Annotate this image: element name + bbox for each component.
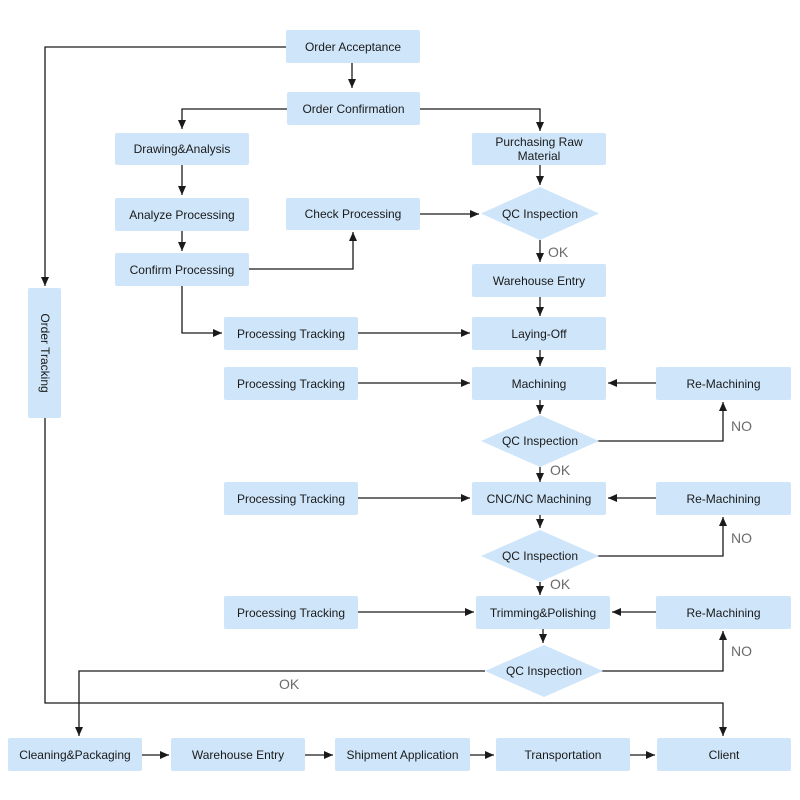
qc-inspection-diamond[interactable]: QC Inspection xyxy=(485,645,603,697)
arrow-confirmation-to-drawing xyxy=(178,108,287,129)
ok-label: OK xyxy=(279,676,300,692)
arrow-qc4-to-cleaning xyxy=(75,670,485,736)
diamond-shape xyxy=(481,415,599,467)
re-machining-node[interactable]: Re-Machining xyxy=(656,596,791,629)
arrow-qc4-to-remachining3 xyxy=(601,631,727,672)
check-processing-node[interactable]: Check Processing xyxy=(286,198,420,230)
cleaning-packaging-node[interactable]: Cleaning&Packaging xyxy=(8,738,142,771)
processing-tracking-node[interactable]: Processing Tracking xyxy=(224,596,358,629)
arrow-qc2-to-remachining1 xyxy=(597,402,727,442)
diamond-shape xyxy=(481,530,599,582)
no-label: NO xyxy=(731,418,752,434)
ok-label: OK xyxy=(550,576,571,592)
diamond-shape xyxy=(485,645,603,697)
machining-node[interactable]: Machining xyxy=(472,367,606,400)
warehouse-entry-node[interactable]: Warehouse Entry xyxy=(472,264,606,297)
arrow-qc3-to-remachining2 xyxy=(597,517,727,557)
confirm-processing-node[interactable]: Confirm Processing xyxy=(115,253,249,286)
diamond-shape xyxy=(481,187,599,240)
ok-label: OK xyxy=(548,244,569,260)
order-acceptance-node[interactable]: Order Acceptance xyxy=(286,30,420,63)
cnc-nc-machining-node[interactable]: CNC/NC Machining xyxy=(472,482,606,515)
warehouse-entry-node[interactable]: Warehouse Entry xyxy=(171,738,305,771)
ok-label: OK xyxy=(550,462,571,478)
diamond-label: QC Inspection xyxy=(501,434,579,448)
processing-tracking-node[interactable]: Processing Tracking xyxy=(224,482,358,515)
arrow-confirmation-to-purchasing xyxy=(420,108,544,131)
order-confirmation-node[interactable]: Order Confirmation xyxy=(287,92,420,125)
order-tracking-node[interactable]: Order Tracking xyxy=(28,288,61,418)
arrow-acceptance-to-tracking xyxy=(41,46,286,286)
arrow-confirm-to-tracking1 xyxy=(181,286,222,337)
re-machining-node[interactable]: Re-Machining xyxy=(656,482,791,515)
re-machining-node[interactable]: Re-Machining xyxy=(656,367,791,400)
drawing-analysis-node[interactable]: Drawing&Analysis xyxy=(115,133,249,165)
diamond-label: QC Inspection xyxy=(501,206,579,221)
client-node[interactable]: Client xyxy=(657,738,791,771)
processing-tracking-node[interactable]: Processing Tracking xyxy=(224,317,358,350)
no-label: NO xyxy=(731,643,752,659)
processing-tracking-node[interactable]: Processing Tracking xyxy=(224,367,358,400)
qc-inspection-diamond[interactable]: QC Inspection xyxy=(481,187,599,240)
laying-off-node[interactable]: Laying-Off xyxy=(472,317,606,350)
transportation-node[interactable]: Transportation xyxy=(496,738,630,771)
trimming-polishing-node[interactable]: Trimming&Polishing xyxy=(476,596,610,629)
qc-inspection-diamond[interactable]: QC Inspection xyxy=(481,415,599,467)
arrow-confirm-to-check xyxy=(249,232,357,270)
no-label: NO xyxy=(731,530,752,546)
qc-inspection-diamond[interactable]: QC Inspection xyxy=(481,530,599,582)
order-tracking-label: Order Tracking xyxy=(37,313,52,393)
purchasing-raw-material-node[interactable]: Purchasing Raw Material xyxy=(472,133,606,165)
shipment-application-node[interactable]: Shipment Application xyxy=(335,738,470,771)
diamond-label: QC Inspection xyxy=(505,664,583,678)
diamond-label: QC Inspection xyxy=(501,549,579,563)
analyze-processing-node[interactable]: Analyze Processing xyxy=(115,198,249,231)
arrow-tracking-to-client xyxy=(44,418,727,736)
